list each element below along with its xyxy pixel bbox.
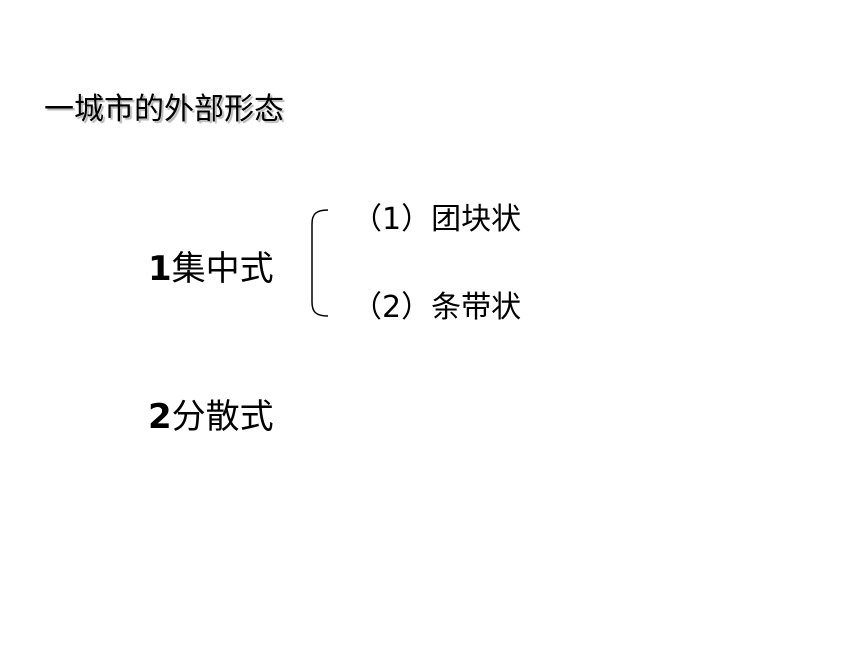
item-label: 集中式 [171, 249, 274, 289]
subitem-label: 团块状 [431, 202, 522, 237]
item-number: 1 [148, 249, 172, 289]
subitem-block-shape: （1）团块状 [352, 200, 521, 240]
item-number: 2 [148, 397, 172, 437]
item-label: 分散式 [171, 397, 274, 437]
subitem-number: （1） [352, 202, 432, 237]
subitem-number: （2） [352, 290, 432, 325]
item-dispersed: 2分散式 [148, 394, 274, 440]
subitem-strip-shape: （2）条带状 [352, 288, 521, 328]
item-concentrated: 1集中式 [148, 246, 274, 292]
subitem-label: 条带状 [431, 290, 522, 325]
brace-icon [311, 209, 329, 317]
slide-title: 一城市的外部形态 [44, 92, 284, 127]
